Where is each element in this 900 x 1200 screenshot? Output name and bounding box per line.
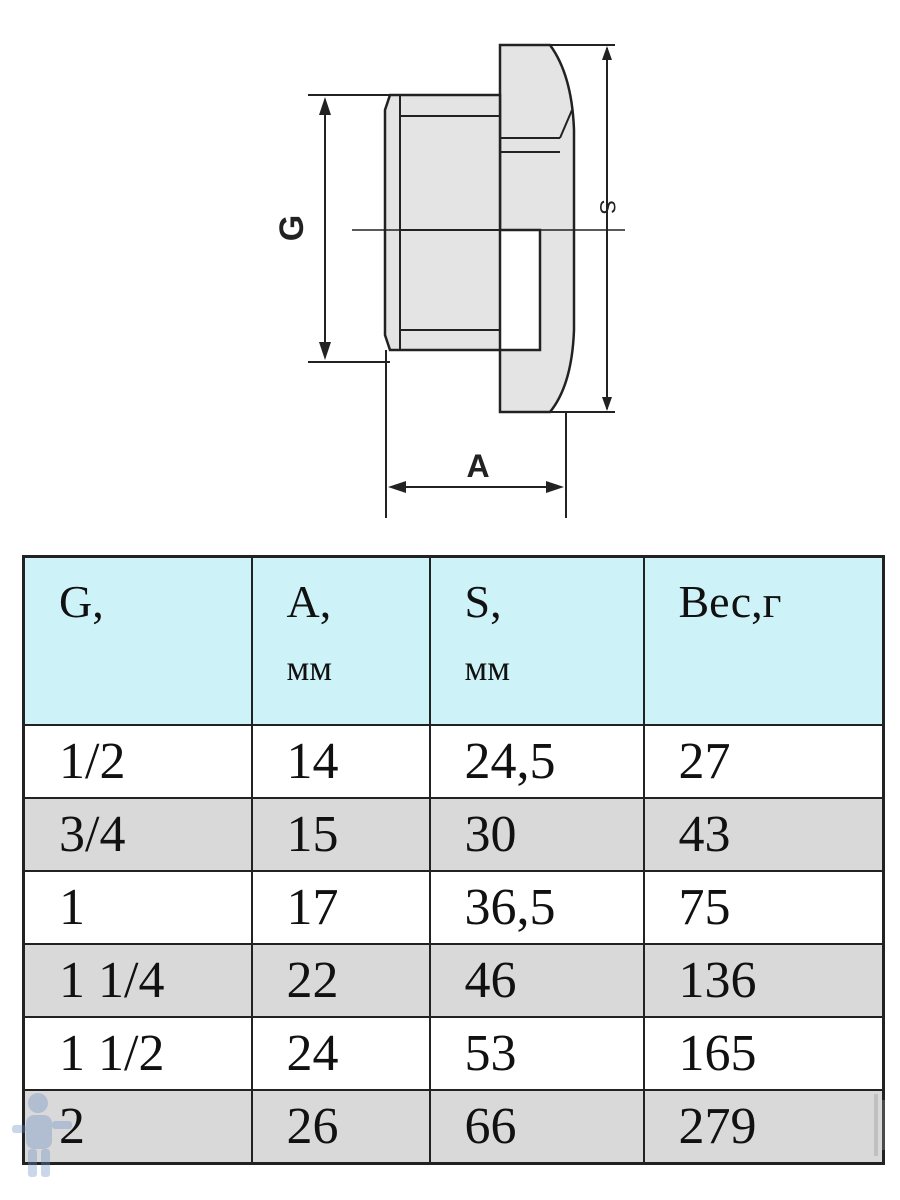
cell-weight: 165: [642, 1016, 885, 1091]
cell-weight: 136: [642, 943, 885, 1018]
watermark-icon: [858, 1090, 898, 1160]
header-s: S, мм: [428, 555, 645, 726]
cell-a: 17: [250, 870, 431, 945]
cell-g: 1/2: [22, 724, 253, 799]
cell-a: 24: [250, 1016, 431, 1091]
header-a: A, мм: [250, 555, 431, 726]
table-row: 2 26 66 279: [22, 1089, 885, 1165]
cell-s: 36,5: [428, 870, 645, 945]
header-unit: мм: [286, 648, 333, 688]
header-label: S,: [464, 576, 502, 627]
table-row: 1 17 36,5 75: [22, 870, 885, 945]
cell-s: 24,5: [428, 724, 645, 799]
cell-s: 46: [428, 943, 645, 1018]
cell-weight: 27: [642, 724, 885, 799]
cell-a: 15: [250, 797, 431, 872]
cell-a: 14: [250, 724, 431, 799]
header-label: Вес,г: [678, 576, 782, 627]
header-g: G,: [22, 555, 253, 726]
threaded-body: [383, 93, 502, 352]
cell-g: 1: [22, 870, 253, 945]
cell-a: 22: [250, 943, 431, 1018]
table-row: 3/4 15 30 43: [22, 797, 885, 872]
dimension-label-s: S: [595, 200, 620, 215]
dimensions-table: G, A, мм S, мм Вес,г 1/2 14 24,5 27 3/4 …: [22, 555, 885, 1165]
dimension-label-g: G: [273, 215, 311, 241]
cell-g: 2: [22, 1089, 253, 1165]
cell-g: 1 1/4: [22, 943, 253, 1018]
dimension-label-a: A: [466, 448, 489, 484]
header-weight: Вес,г: [642, 555, 885, 726]
technical-drawing: G S A: [0, 0, 900, 540]
cell-s: 30: [428, 797, 645, 872]
cell-g: 3/4: [22, 797, 253, 872]
header-label: G,: [59, 576, 104, 627]
header-unit: мм: [464, 648, 511, 688]
cell-a: 26: [250, 1089, 431, 1165]
table-header-row: G, A, мм S, мм Вес,г: [22, 555, 885, 726]
header-label: A,: [286, 576, 332, 627]
cell-weight: 43: [642, 797, 885, 872]
cell-s: 53: [428, 1016, 645, 1091]
table-row: 1 1/4 22 46 136: [22, 943, 885, 1018]
cell-weight: 279: [642, 1089, 885, 1165]
cell-weight: 75: [642, 870, 885, 945]
cell-g: 1 1/2: [22, 1016, 253, 1091]
hex-flange: [498, 43, 576, 414]
table-row: 1/2 14 24,5 27: [22, 724, 885, 799]
cell-s: 66: [428, 1089, 645, 1165]
table-row: 1 1/2 24 53 165: [22, 1016, 885, 1091]
plumber-mascot-icon: [8, 1085, 78, 1185]
